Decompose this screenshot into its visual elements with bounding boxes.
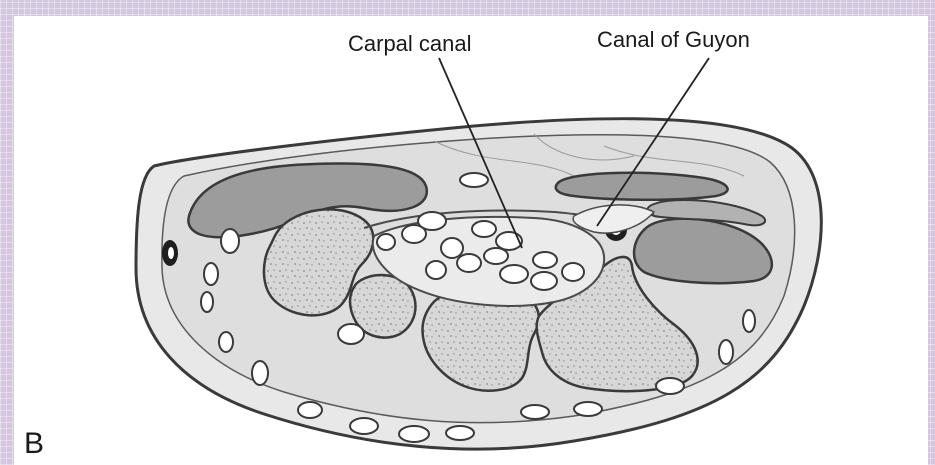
figure-panel: Carpal canal Canal of Guyon B [14,16,928,465]
canal-of-guyon-label: Canal of Guyon [597,27,750,53]
wrist-cross-section-diagram [14,16,928,465]
hypothenar-muscle-upper [556,173,728,200]
panel-letter: B [24,427,44,461]
carpal-canal-label: Carpal canal [348,31,472,57]
